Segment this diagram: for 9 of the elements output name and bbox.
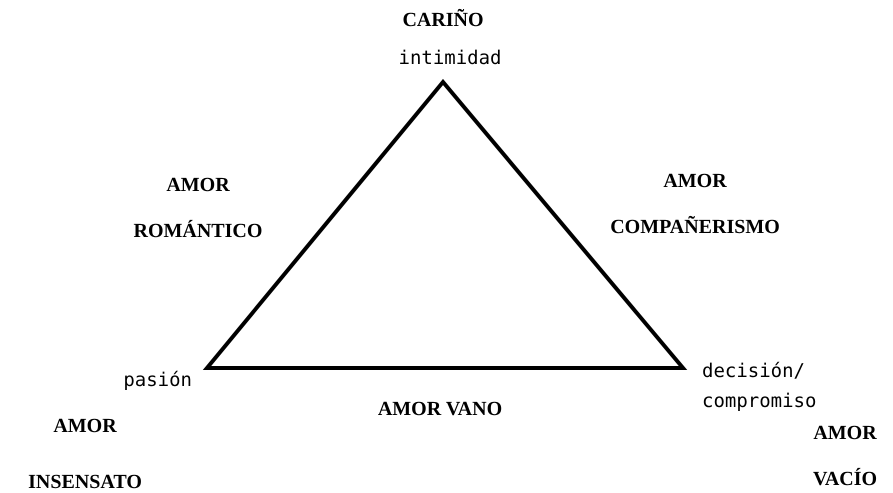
side-label: AMOR VANO	[376, 397, 504, 422]
corner-label: AMOR VACÍO	[812, 421, 878, 492]
vertex-label: pasión	[122, 368, 192, 393]
vertex-label: CARIÑO	[401, 8, 485, 33]
vertex-label: intimidad	[398, 46, 502, 71]
side-label: AMOR COMPAÑERISMO	[609, 169, 781, 240]
vertex-label: decisión/ compromiso	[702, 359, 818, 414]
corner-label: AMOR INSENSATO	[27, 414, 143, 493]
side-label: AMOR ROMÁNTICO	[132, 173, 264, 244]
